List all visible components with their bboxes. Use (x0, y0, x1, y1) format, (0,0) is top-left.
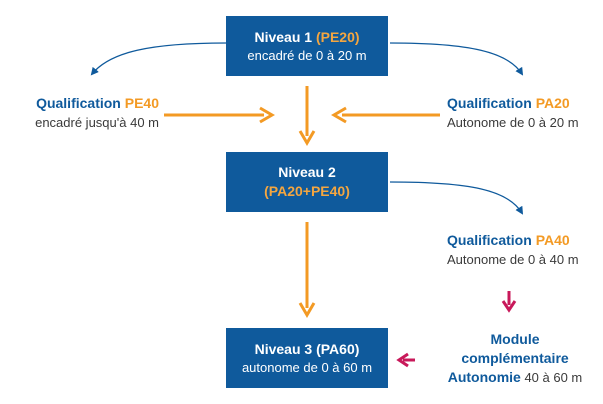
module-range: 40 à 60 m (520, 370, 583, 385)
arrow-niveau1-to-pe40 (90, 42, 227, 76)
niveau1-code: (PE20) (315, 28, 360, 45)
qual-pa20-prefix: Qualification (447, 95, 536, 111)
qual-pe40-desc: encadré jusqu'à 40 m (35, 115, 159, 130)
niveau3-box: Niveau 3 (PA60) autonome de 0 à 60 m (226, 328, 388, 388)
module-line1: Module (490, 331, 540, 347)
niveau2-code: (PA20+PE40) (264, 183, 350, 199)
arrow-niveau2-to-niveau3 (298, 222, 316, 318)
qual-pe40: Qualification PE40 encadré jusqu'à 40 m (35, 94, 159, 132)
qual-pa20-title: Qualification PA20 (447, 94, 579, 113)
qual-pe40-code: PE40 (124, 95, 159, 111)
niveau1-title: Niveau 1 (PE20) (254, 28, 359, 47)
arrow-pa20-to-center (331, 106, 440, 124)
module-complementaire: Module complémentaire Autonomie 40 à 60 … (440, 330, 590, 387)
module-line3: Autonomie 40 à 60 m (440, 368, 590, 387)
arrow-module-to-niveau3 (396, 352, 415, 368)
module-line2: complémentaire (461, 350, 569, 366)
arrow-niveau1-to-pa20 (389, 42, 524, 76)
qual-pa20-desc: Autonome de 0 à 20 m (447, 115, 579, 130)
niveau1-subtitle: encadré de 0 à 20 m (247, 47, 367, 63)
qual-pe40-title: Qualification PE40 (35, 94, 159, 113)
qual-pa40-desc: Autonome de 0 à 40 m (447, 252, 579, 267)
arrow-pe40-to-center (164, 106, 275, 124)
niveau1-box: Niveau 1 (PE20) encadré de 0 à 20 m (226, 16, 388, 76)
niveau2-box: Niveau 2 (PA20+PE40) (226, 152, 388, 212)
arrow-pa40-to-module (501, 291, 517, 313)
arrow-niveau2-to-pa40 (389, 181, 524, 215)
qual-pe40-prefix: Qualification (36, 95, 125, 111)
qual-pa40: Qualification PA40 Autonome de 0 à 40 m (447, 231, 579, 269)
niveau3-subtitle: autonome de 0 à 60 m (241, 359, 373, 375)
niveau1-title-prefix: Niveau 1 (254, 28, 316, 45)
niveau2-title: Niveau 2 (278, 164, 336, 180)
niveau3-title: Niveau 3 (PA60) (254, 340, 360, 357)
qual-pa20: Qualification PA20 Autonome de 0 à 20 m (447, 94, 579, 132)
qual-pa20-code: PA20 (535, 95, 570, 111)
module-autonomie: Autonomie (447, 369, 521, 385)
qual-pa40-prefix: Qualification (447, 232, 536, 248)
qual-pa40-title: Qualification PA40 (447, 231, 579, 250)
qual-pa40-code: PA40 (535, 232, 570, 248)
arrow-niveau1-to-niveau2 (298, 86, 316, 146)
